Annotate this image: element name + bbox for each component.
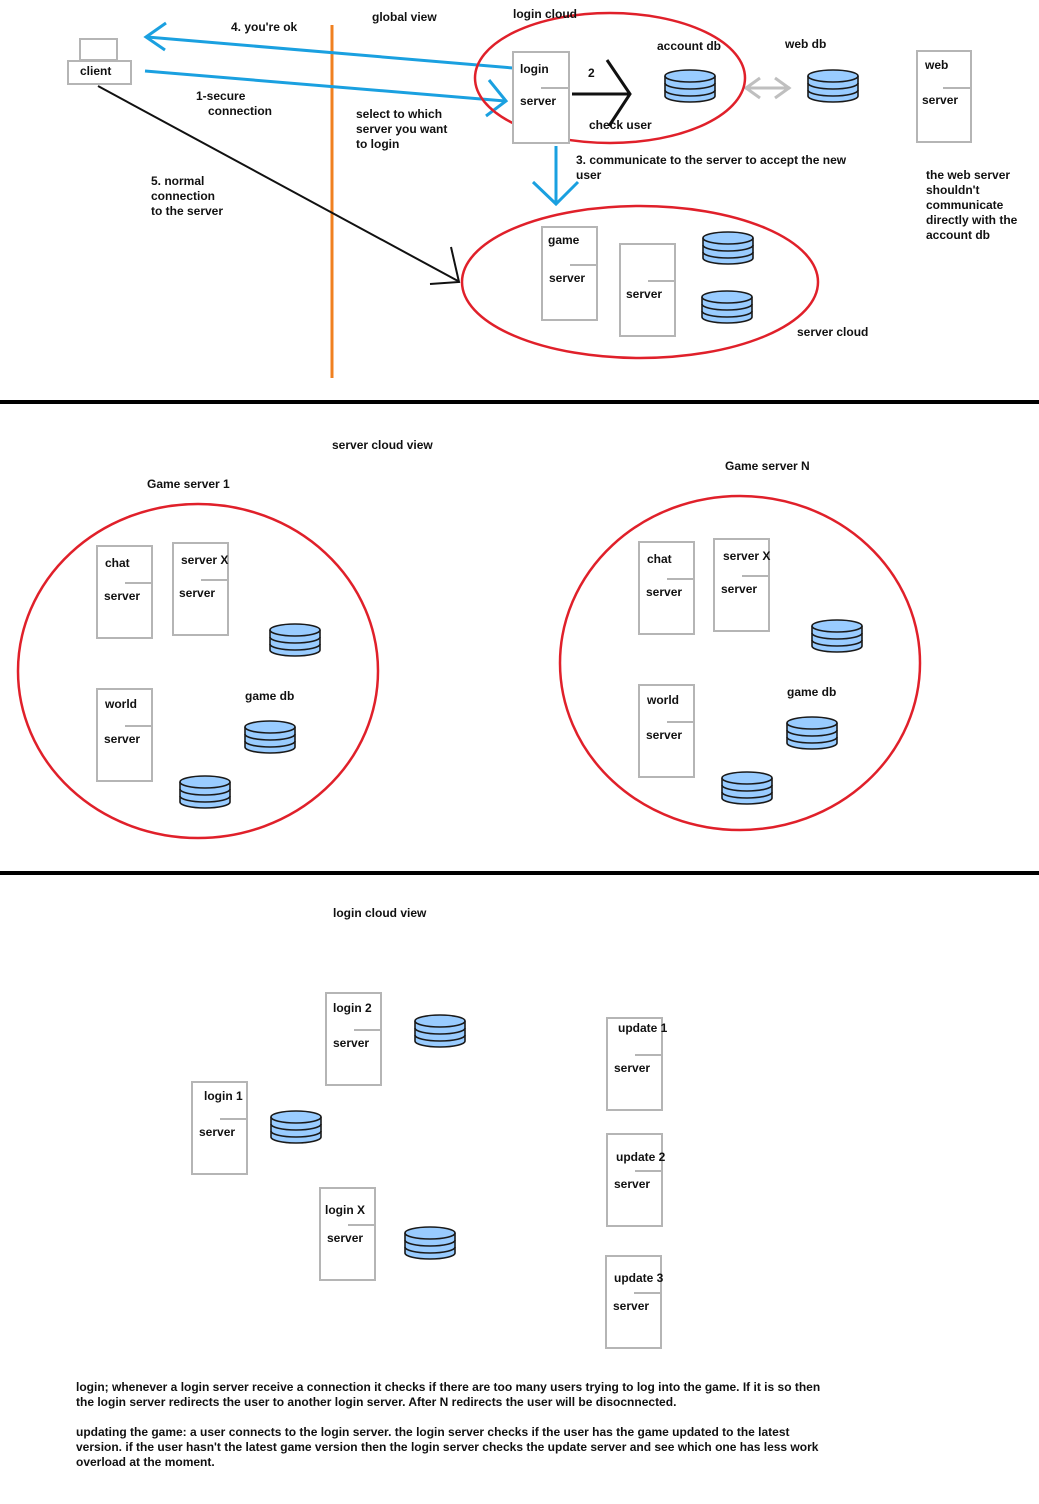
world-server-sublabel: server <box>646 728 682 742</box>
login-x-label: login X <box>325 1203 365 1217</box>
update-1-sublabel: server <box>614 1061 650 1075</box>
client-label: client <box>80 64 111 78</box>
game-server-1-label: Game server 1 <box>147 477 230 491</box>
step3-label: 3. communicate to the server to accept t… <box>576 153 849 182</box>
game-server-1-ellipse <box>16 502 380 840</box>
server-x-label: server X <box>181 553 228 567</box>
login-x-server-box <box>319 1187 376 1281</box>
arrow-communicate-server <box>531 146 580 207</box>
world-server-box <box>96 688 153 782</box>
global-view-title: global view <box>372 10 437 24</box>
game-db-icon <box>786 716 838 750</box>
login-cloud-view-section: login cloud view login 2 server login 1 … <box>191 906 668 1349</box>
game-server-box <box>541 226 598 321</box>
server-cloud-view-title: server cloud view <box>332 438 433 452</box>
web-server-note: the web server shouldn't communicate dir… <box>926 168 1021 242</box>
login-server-sublabel: server <box>520 94 556 108</box>
chat-server-label: chat <box>647 552 672 566</box>
chat-server-box <box>96 545 153 639</box>
server-cloud-view-section: server cloud view Game server 1 Game ser… <box>16 438 922 840</box>
game-server-n-label: Game server N <box>725 459 810 473</box>
world-server-label: world <box>646 693 679 707</box>
game-db-icon <box>179 775 231 809</box>
login-cloud-label: login cloud <box>513 7 577 21</box>
server-cloud-ellipse <box>460 204 820 360</box>
update-3-label: update 3 <box>614 1271 664 1285</box>
client-computer-icon <box>67 38 132 85</box>
login-server-box <box>512 51 570 144</box>
update-2-server-box <box>606 1133 663 1227</box>
game-db-icon <box>811 619 863 653</box>
chat-server-sublabel: server <box>646 585 682 599</box>
server-x-sublabel: server <box>179 586 215 600</box>
login-x-sublabel: server <box>327 1231 363 1245</box>
update-2-sublabel: server <box>614 1177 650 1191</box>
account-db-label: account db <box>657 39 721 53</box>
global-view-section: global view client <box>67 7 1021 378</box>
arrow-youre-ok <box>143 21 514 70</box>
game-db-label: game db <box>245 689 294 703</box>
arrow-account-web-db <box>743 76 792 100</box>
arrow-normal-connection <box>97 85 461 285</box>
game-db-icon <box>244 720 296 754</box>
login-1-label: login 1 <box>204 1089 243 1103</box>
select-server-note: select to which server you want to login <box>356 107 451 151</box>
login-1-server-box <box>191 1081 248 1175</box>
step2-label: 2 <box>588 66 595 80</box>
server-cloud-db-icon <box>702 231 754 265</box>
chat-server-label: chat <box>105 556 130 570</box>
world-server-label: world <box>104 697 137 711</box>
login-2-label: login 2 <box>333 1001 372 1015</box>
login-cloud-view-title: login cloud view <box>333 906 427 920</box>
step5-label: 5. normal connection to the server <box>151 174 223 218</box>
world-server-box <box>638 684 695 778</box>
server-label: server <box>626 287 662 301</box>
server-cloud-db-icon <box>701 290 753 324</box>
check-user-label: check user <box>589 118 652 132</box>
server-x-box <box>172 542 229 636</box>
update-3-sublabel: server <box>613 1299 649 1313</box>
step4-label: 4. you're ok <box>231 20 298 34</box>
server-x-sublabel: server <box>721 582 757 596</box>
login-2-db-icon <box>414 1014 466 1048</box>
game-db-icon <box>269 623 321 657</box>
account-db-icon <box>664 69 716 103</box>
world-server-sublabel: server <box>104 732 140 746</box>
server-x-label: server X <box>723 549 770 563</box>
chat-server-sublabel: server <box>104 589 140 603</box>
server-box <box>619 243 676 337</box>
server-cloud-label: server cloud <box>797 325 868 339</box>
login-1-db-icon <box>270 1110 322 1144</box>
update-note-paragraph: updating the game: a user connects to th… <box>76 1425 819 1469</box>
game-server-label: game <box>548 233 580 247</box>
update-1-label: update 1 <box>618 1021 668 1035</box>
step1-label: 1-secure connection <box>196 89 272 118</box>
update-2-label: update 2 <box>616 1150 666 1164</box>
login-2-server-box <box>325 992 382 1086</box>
game-server-n-ellipse <box>558 494 922 832</box>
game-db-label: game db <box>787 685 836 699</box>
game-db-icon <box>721 771 773 805</box>
login-server-label: login <box>520 62 549 76</box>
login-1-sublabel: server <box>199 1125 235 1139</box>
web-server-label: web <box>924 58 948 72</box>
server-x-box <box>713 538 770 632</box>
update-3-server-box <box>605 1255 662 1349</box>
chat-server-box <box>638 541 695 635</box>
login-cloud-ellipse <box>473 11 747 145</box>
update-1-server-box <box>606 1017 663 1111</box>
web-db-icon <box>807 69 859 103</box>
game-server-sublabel: server <box>549 271 585 285</box>
web-server-sublabel: server <box>922 93 958 107</box>
web-db-label: web db <box>784 37 826 51</box>
arrow-check-user <box>572 59 632 127</box>
web-server-box <box>916 50 972 143</box>
login-note-paragraph: login; whenever a login server receive a… <box>76 1380 821 1409</box>
login-x-db-icon <box>404 1226 456 1260</box>
login-2-sublabel: server <box>333 1036 369 1050</box>
